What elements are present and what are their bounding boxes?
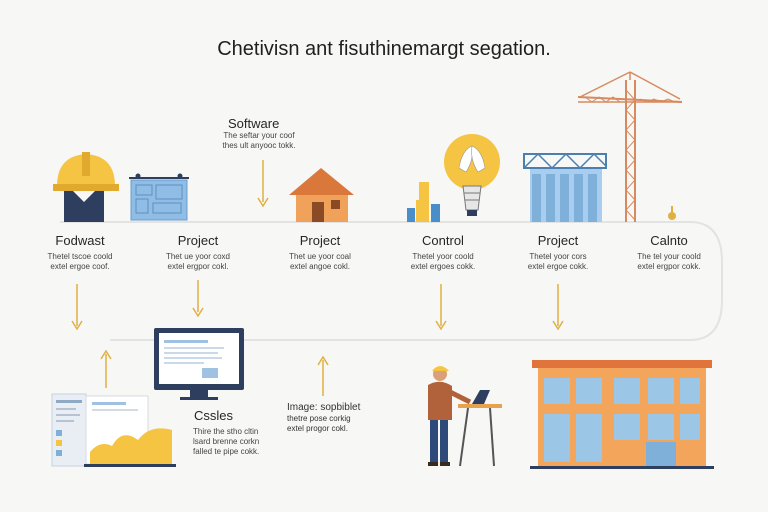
blueprint-icon	[129, 173, 189, 221]
engineer-icon	[428, 366, 502, 467]
software-description: The seftar your coof thes ult anyooc tok…	[222, 131, 296, 150]
building-frame-icon	[523, 152, 607, 222]
step-label: Project	[299, 233, 341, 248]
crane-icon	[577, 71, 683, 222]
marker-icon	[668, 206, 676, 220]
image-note: Image: sopbiblet thetre pose corkig exte…	[287, 402, 361, 433]
arrow-down-icon	[71, 284, 83, 331]
arrow-down-icon	[435, 284, 447, 331]
bar-chart-icon	[407, 182, 440, 222]
step-label: Fodwast	[55, 233, 105, 248]
step-label: Project	[177, 233, 219, 248]
step-label: Project	[537, 233, 579, 248]
arrow-down-icon	[257, 160, 269, 208]
arrow-down-icon	[192, 280, 204, 318]
arrow-up-icon	[317, 355, 329, 396]
hardhat-icon	[53, 152, 119, 222]
arrow-down-icon	[552, 284, 564, 331]
step-label: Calnto	[650, 233, 688, 248]
step-label: Control	[422, 233, 464, 248]
page-title: Chetivisn ant fisuthinemargt segation.	[217, 38, 551, 60]
document-chart-icon	[51, 393, 176, 467]
house-icon	[289, 168, 354, 222]
lightbulb-icon	[444, 134, 500, 216]
software-label: Software	[228, 116, 280, 131]
cases-label: Cssles	[194, 408, 234, 423]
process-path	[60, 221, 723, 341]
cases-description: Thire the stho cltin lsard brenne corkn …	[193, 427, 260, 456]
office-building-icon	[530, 360, 714, 469]
monitor-icon	[154, 328, 244, 400]
arrow-up-icon	[100, 349, 112, 388]
